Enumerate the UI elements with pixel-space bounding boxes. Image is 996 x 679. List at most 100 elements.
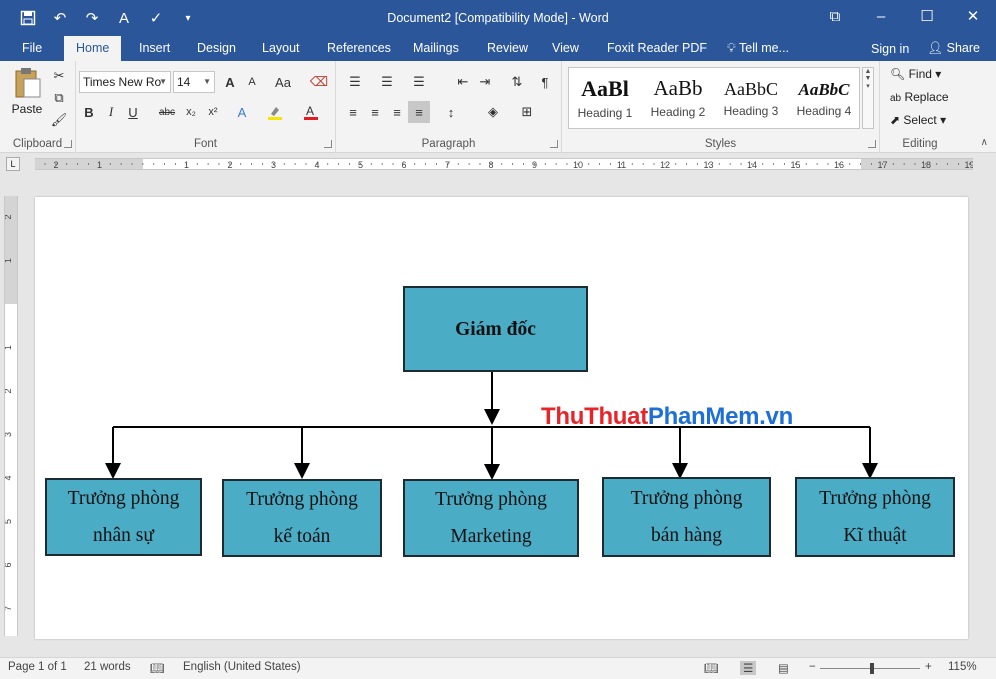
cut-icon[interactable]: ✂ — [53, 68, 65, 83]
style-heading-4[interactable]: AaBbC Heading 4 — [788, 68, 860, 128]
change-case-button[interactable]: Aa — [275, 74, 291, 90]
share-button[interactable]: 👤︎ Share — [927, 41, 980, 56]
close-button[interactable]: ✕ — [966, 8, 980, 25]
tab-layout[interactable]: Layout — [262, 41, 300, 55]
org-box-technical[interactable]: Trưởng phòng Kĩ thuật — [795, 477, 955, 557]
style-heading-3[interactable]: AaBbC Heading 3 — [715, 68, 787, 128]
paragraph-launcher-icon[interactable] — [550, 140, 558, 148]
align-center-icon[interactable]: ≡ — [371, 104, 379, 120]
org-box-sales[interactable]: Trưởng phòng bán hàng — [602, 477, 771, 557]
web-layout-icon[interactable]: ▤ — [778, 663, 789, 675]
tab-references[interactable]: References — [327, 41, 391, 55]
decrease-indent-icon[interactable]: ⇤ — [457, 74, 469, 89]
org-box-marketing[interactable]: Trưởng phòng Marketing — [403, 479, 579, 557]
restore-button[interactable]: ☐ — [920, 8, 934, 25]
tab-home[interactable]: Home — [64, 36, 122, 62]
copy-icon[interactable]: ⧉ — [54, 90, 64, 105]
underline-button[interactable]: U — [128, 104, 138, 120]
tab-design[interactable]: Design — [197, 41, 236, 55]
tab-mailings[interactable]: Mailings — [413, 41, 459, 55]
font-name-combo[interactable]: Times New Ro▼ — [79, 71, 171, 93]
subscript-button[interactable]: x₂ — [186, 106, 196, 118]
redo-icon[interactable]: ↷ — [85, 10, 99, 27]
customize-toolbar-icon[interactable]: ▾ — [185, 12, 191, 24]
bold-button[interactable]: B — [84, 104, 94, 120]
zoom-in-button[interactable]: + — [925, 661, 932, 673]
tab-view[interactable]: View — [552, 41, 579, 55]
sort-icon[interactable]: ⇅ — [511, 74, 523, 89]
align-left-icon[interactable]: ≡ — [349, 104, 357, 120]
style-sample: AaBbC — [724, 79, 778, 99]
vertical-ruler-ticks: 211234567 — [5, 214, 13, 611]
document-page[interactable]: Giám đốc Trưởng phòng nhân sự Trưởng phò… — [35, 197, 968, 639]
zoom-slider-thumb[interactable] — [870, 663, 874, 674]
borders-icon[interactable]: ⊞ — [521, 104, 533, 119]
undo-icon[interactable]: ↶ — [53, 10, 67, 27]
bullets-icon[interactable]: ☰ — [349, 74, 361, 89]
select-button[interactable]: ⬈ Select ▾ — [890, 113, 947, 127]
tab-insert[interactable]: Insert — [139, 41, 171, 55]
justify-icon[interactable]: ≡ — [408, 101, 430, 123]
vertical-ruler[interactable]: 211234567 — [4, 196, 18, 636]
paste-button[interactable]: Paste — [8, 67, 46, 127]
read-mode-icon[interactable]: 📖︎ — [704, 663, 719, 675]
tell-me-box[interactable]: 💡︎ Tell me... — [715, 36, 801, 61]
minimize-button[interactable]: – — [876, 7, 886, 25]
replace-button[interactable]: ab Replace — [890, 90, 949, 104]
watermark-logo: ThuThuatPhanMem.vn — [541, 403, 793, 431]
shading-icon[interactable]: ◈ — [488, 104, 498, 119]
superscript-button[interactable]: x² — [208, 106, 218, 118]
font-size-combo[interactable]: 14▼ — [173, 71, 215, 93]
clipboard-launcher-icon[interactable] — [64, 140, 72, 148]
font-color-icon[interactable]: A — [300, 101, 322, 123]
clear-formatting-icon[interactable]: ⌫ — [309, 74, 329, 89]
multilevel-list-icon[interactable]: ☰ — [413, 74, 425, 89]
grow-font-button[interactable]: A — [225, 74, 235, 90]
org-box-line2: Marketing — [450, 526, 532, 547]
save-icon[interactable] — [14, 6, 42, 30]
format-painter-brush-icon[interactable]: 🖌︎ — [50, 112, 68, 127]
ruler-bar[interactable]: 2112345678910111213141516171819 — [35, 158, 973, 170]
format-painter-icon[interactable]: A — [118, 9, 129, 27]
numbering-icon[interactable]: ☰ — [381, 74, 393, 89]
collapse-ribbon-icon[interactable]: ∧ — [980, 137, 988, 148]
strikethrough-button[interactable]: abc — [158, 106, 176, 118]
shrink-font-button[interactable]: A — [248, 76, 256, 88]
print-layout-icon[interactable]: ☰ — [740, 661, 757, 675]
italic-button[interactable]: I — [108, 104, 114, 119]
style-sample: AaBbC — [798, 80, 850, 99]
tab-foxit-reader-pdf[interactable]: Foxit Reader PDF — [607, 41, 708, 55]
font-launcher-icon[interactable] — [324, 140, 332, 148]
word-count[interactable]: 21 words — [84, 661, 131, 673]
language-indicator[interactable]: English (United States) — [183, 661, 301, 673]
show-formatting-marks-icon[interactable]: ¶ — [541, 74, 549, 90]
tab-selector[interactable]: L — [6, 157, 20, 171]
zoom-level[interactable]: 115% — [948, 661, 977, 673]
find-icon: 🔍︎ — [890, 67, 906, 81]
org-box-director[interactable]: Giám đốc — [403, 286, 588, 372]
org-box-hr[interactable]: Trưởng phòng nhân sự — [45, 478, 202, 556]
spelling-icon[interactable]: ✓ — [149, 10, 163, 27]
page-count[interactable]: Page 1 of 1 — [8, 661, 67, 673]
highlight-color-icon[interactable] — [264, 101, 286, 123]
editing-group-label: Editing — [902, 138, 938, 150]
find-button[interactable]: 🔍︎ Find ▾ — [890, 67, 942, 81]
org-box-accounting[interactable]: Trưởng phòng kế toán — [222, 479, 382, 557]
styles-scroll[interactable]: ▲▼▾ — [862, 67, 874, 129]
style-heading-1[interactable]: AaBl Heading 1 — [569, 68, 641, 128]
ruler-number: 6 — [5, 562, 13, 567]
ribbon-display-options-button[interactable]: ⧉ — [829, 7, 841, 25]
text-effects-icon[interactable]: A — [237, 104, 247, 120]
zoom-out-button[interactable]: − — [809, 661, 816, 673]
ruler-number: 2 — [5, 214, 13, 219]
style-heading-2[interactable]: AaBb Heading 2 — [642, 68, 714, 128]
tab-review[interactable]: Review — [487, 41, 528, 55]
align-right-icon[interactable]: ≡ — [393, 104, 401, 120]
proofing-icon[interactable]: 📖︎ — [150, 663, 165, 675]
styles-gallery: AaBl Heading 1 AaBb Heading 2 AaBbC Head… — [568, 67, 860, 129]
tab-file[interactable]: File — [22, 41, 43, 55]
line-spacing-icon[interactable]: ↕ — [447, 104, 455, 120]
increase-indent-icon[interactable]: ⇥ — [479, 74, 491, 89]
styles-launcher-icon[interactable] — [868, 140, 876, 148]
sign-in-link[interactable]: Sign in — [871, 41, 910, 56]
